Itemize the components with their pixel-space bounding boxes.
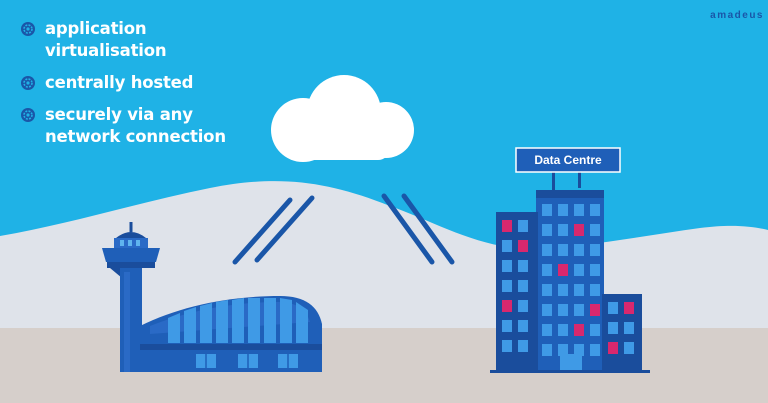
building-window [518, 240, 528, 252]
building-window [560, 354, 582, 370]
feature-list: application virtualisation centrally hos… [20, 18, 235, 158]
building-window [590, 344, 600, 356]
building-window [574, 204, 584, 216]
feature-label: centrally hosted [45, 73, 194, 92]
building-window [542, 304, 552, 316]
data-centre-sign-board [515, 147, 621, 173]
building-window [590, 304, 600, 316]
building-window [518, 300, 528, 312]
building-window [574, 344, 584, 356]
building-window [590, 204, 600, 216]
feature-item-virtualisation: application virtualisation [20, 18, 235, 62]
building-window [542, 224, 552, 236]
building-window [608, 322, 618, 334]
building-window [558, 344, 568, 356]
building-window [542, 204, 552, 216]
building-window [558, 224, 568, 236]
building-window [574, 304, 584, 316]
building-window [558, 244, 568, 256]
building-window [518, 320, 528, 332]
office-building-icon [490, 147, 650, 373]
building-window [574, 264, 584, 276]
building-window [518, 280, 528, 292]
building-window [574, 284, 584, 296]
building-window [558, 304, 568, 316]
building-window [590, 224, 600, 236]
building-window [624, 322, 634, 334]
feature-label: application virtualisation [45, 19, 167, 60]
building-window [590, 244, 600, 256]
building-window [624, 302, 634, 314]
building-window [542, 344, 552, 356]
feature-item-secure-access: securely via any network connection [20, 104, 235, 148]
building-window [608, 302, 618, 314]
gear-icon [21, 22, 35, 36]
feature-label: securely via any network connection [45, 105, 226, 146]
cloud-icon [271, 75, 414, 162]
building-window [542, 284, 552, 296]
airport-terminal-icon [140, 296, 322, 372]
building-window [590, 264, 600, 276]
data-centre-sign: Data Centre [534, 153, 602, 167]
building-window [542, 324, 552, 336]
control-tower-icon [102, 222, 160, 372]
building-window [574, 224, 584, 236]
building-window [502, 280, 512, 292]
feature-item-hosting: centrally hosted [20, 72, 235, 94]
building-window [518, 340, 528, 352]
building-window [542, 244, 552, 256]
connection-lines [232, 193, 455, 265]
gear-icon [21, 76, 35, 90]
building-window [542, 264, 552, 276]
building-window [518, 220, 528, 232]
building-window [502, 340, 512, 352]
building-window [518, 260, 528, 272]
ground [0, 328, 768, 403]
building-window [502, 300, 512, 312]
building-window [502, 240, 512, 252]
building-window [590, 324, 600, 336]
building-window [574, 324, 584, 336]
building-window [502, 220, 512, 232]
building-window [624, 342, 634, 354]
building-window [502, 260, 512, 272]
building-window [590, 284, 600, 296]
building-window [558, 324, 568, 336]
building-window [502, 320, 512, 332]
building-window [608, 342, 618, 354]
amadeus-logo: amadeus [710, 10, 764, 21]
building-window [558, 264, 568, 276]
building-window [574, 244, 584, 256]
gear-icon [21, 108, 35, 122]
building-window [558, 284, 568, 296]
building-window [558, 204, 568, 216]
